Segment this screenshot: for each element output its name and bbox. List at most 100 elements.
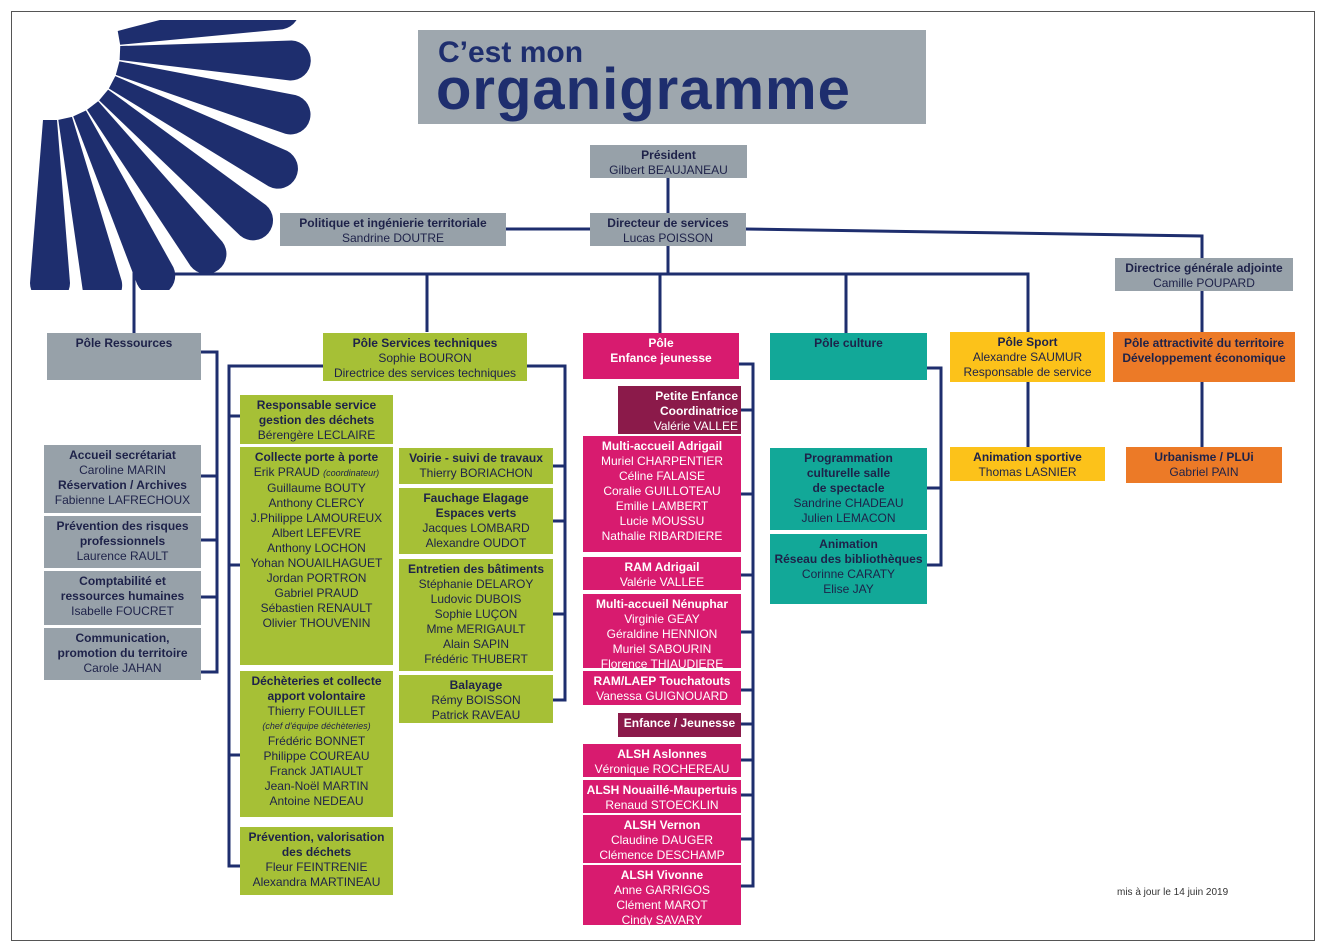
title-line1: C’est mon	[438, 36, 584, 69]
batiments-member: Mme MERIGAULT	[426, 622, 526, 636]
communication-title-1: Communication,	[75, 631, 170, 645]
fauchage-member: Jacques LOMBARD	[422, 521, 530, 535]
ram-adrigail-member: Valérie VALLEE	[619, 575, 705, 589]
enfance-jeunesse-title: Enfance / Jeunesse	[623, 716, 736, 730]
urbanisme-box: Urbanisme / PLUi Gabriel PAIN	[1126, 447, 1282, 483]
adrigail-member: Lucie MOUSSU	[619, 514, 705, 528]
collecte-title: Collecte porte à porte	[254, 450, 379, 464]
politique-box: Politique et ingénierie territoriale San…	[280, 213, 506, 246]
pole-ressources-box: Pôle Ressources	[47, 333, 201, 380]
vernon-box: ALSH Vernon Claudine DAUGER Clémence DES…	[583, 815, 741, 863]
sun-ray	[87, 101, 227, 274]
collecte-member: Anthony CLERCY	[268, 496, 365, 510]
collecte-role-note: (coordinateur)	[323, 468, 380, 478]
collecte-member: Anthony LOCHON	[267, 541, 366, 555]
aslonnes-member: Véronique ROCHEREAU	[594, 762, 730, 776]
aslonnes-box: ALSH Aslonnes Véronique ROCHEREAU	[583, 744, 741, 777]
collecte-member: Gabriel PRAUD	[274, 586, 359, 600]
prevention-dechets-box: Prévention, valorisation des déchets Fle…	[240, 827, 393, 895]
vivonne-title: ALSH Vivonne	[620, 868, 704, 882]
title-line2: organigramme	[436, 57, 851, 122]
sun-ray	[119, 40, 311, 81]
decheteries-member: Franck JATIAULT	[269, 764, 364, 778]
nouaille-title: ALSH Nouaillé-Maupertuis	[586, 783, 738, 797]
batiments-box: Entretien des bâtiments Stéphanie DELARO…	[399, 559, 553, 671]
collecte-member: Guillaume BOUTY	[267, 481, 366, 495]
animation-sportive-box: Animation sportive Thomas LASNIER	[950, 447, 1105, 481]
balayage-title: Balayage	[449, 678, 503, 692]
sun-ray	[115, 61, 311, 135]
title-banner	[418, 30, 926, 124]
adrigail-box: Multi-accueil Adrigail Muriel CHARPENTIE…	[583, 436, 741, 552]
decheteries-title-1: Déchèteries et collecte	[251, 674, 382, 688]
pole-sport-role: Responsable de service	[963, 365, 1092, 379]
vernon-title: ALSH Vernon	[623, 818, 701, 832]
pole-attractivite-box: Pôle attractivité du territoire Développ…	[1113, 332, 1295, 382]
dechets-name: Bérengère LECLAIRE	[257, 428, 376, 442]
decheteries-role-note: (chef d'équipe déchèteries)	[262, 721, 371, 731]
sun-ray	[73, 110, 176, 290]
laep-title: RAM/LAEP Touchatouts	[593, 674, 731, 688]
prevention-title-1: Prévention des risques	[56, 519, 189, 533]
bibliotheques-title-1: Animation	[819, 537, 878, 551]
collecte-member: J.Philippe LAMOUREUX	[250, 511, 383, 525]
programmation-title-3: de spectacle	[812, 481, 885, 495]
vernon-member: Claudine DAUGER	[610, 833, 714, 847]
enfance-jeunesse-box: Enfance / Jeunesse	[618, 713, 741, 737]
prevdechets-member: Alexandra MARTINEAU	[252, 875, 381, 889]
pole-attractivite-title-2: Développement économique	[1122, 351, 1286, 365]
pole-enfance-title-1: Pôle	[648, 336, 674, 350]
dga-box: Directrice générale adjointe Camille POU…	[1115, 258, 1293, 291]
vivonne-member: Cindy SAVARY	[621, 913, 703, 927]
pole-attractivite-title-1: Pôle attractivité du territoire	[1123, 336, 1285, 350]
aslonnes-title: ALSH Aslonnes	[617, 747, 707, 761]
nenuphar-box: Multi-accueil Nénuphar Virginie GEAY Gér…	[583, 594, 741, 671]
petite-enfance-role: Coordinatrice	[659, 404, 738, 418]
voirie-title: Voirie - suivi de travaux	[409, 451, 543, 465]
batiments-member: Stéphanie DELAROY	[418, 577, 534, 591]
nenuphar-member: Florence THIAUDIERE	[600, 657, 724, 671]
decheteries-member: Frédéric BONNET	[267, 734, 366, 748]
ram-adrigail-title: RAM Adrigail	[624, 560, 700, 574]
decheteries-member: Antoine NEDEAU	[269, 794, 364, 808]
decheteries-member: Jean-Noël MARTIN	[264, 779, 369, 793]
decheteries-member: Thierry FOUILLET	[267, 704, 366, 718]
communication-name: Carole JAHAN	[83, 661, 162, 675]
balayage-box: Balayage Rémy BOISSON Patrick RAVEAU	[399, 675, 553, 723]
sun-ray	[58, 116, 123, 290]
batiments-member: Sophie LUÇON	[434, 607, 518, 621]
adrigail-member: Coralie GUILLOTEAU	[603, 484, 721, 498]
accueil-name: Caroline MARIN	[79, 463, 166, 477]
directeur-title: Directeur de services	[607, 216, 729, 230]
balayage-member: Patrick RAVEAU	[431, 708, 521, 722]
reservation-name: Fabienne LAFRECHOUX	[54, 493, 191, 507]
politique-name: Sandrine DOUTRE	[341, 231, 445, 245]
voirie-box: Voirie - suivi de travaux Thierry BORIAC…	[399, 448, 553, 484]
pole-enfance-box: Pôle Enfance jeunesse	[583, 333, 739, 379]
collecte-member: Jordan PORTRON	[266, 571, 367, 585]
programmation-title-2: culturelle salle	[806, 466, 891, 480]
president-box: Président Gilbert BEAUJANEAU	[590, 145, 747, 178]
prevention-name: Laurence RAULT	[76, 549, 169, 563]
vivonne-member: Anne GARRIGOS	[613, 883, 711, 897]
collecte-member: Olivier THOUVENIN	[262, 616, 371, 630]
prevention-title-2: professionnels	[79, 534, 166, 548]
pole-culture-box: Pôle culture	[770, 333, 927, 380]
pole-techniques-title: Pôle Services techniques	[352, 336, 498, 350]
bibliotheques-member: Corinne CARATY	[801, 567, 896, 581]
fauchage-title-1: Fauchage Elagage	[423, 491, 529, 505]
sun-logo	[30, 20, 311, 290]
programmation-member: Sandrine CHADEAU	[793, 496, 904, 510]
compta-name: Isabelle FOUCRET	[71, 604, 174, 618]
vivonne-member: Clément MAROT	[616, 898, 708, 912]
nenuphar-title: Multi-accueil Nénuphar	[595, 597, 729, 611]
communication-title-2: promotion du territoire	[57, 646, 188, 660]
pole-sport-title: Pôle Sport	[997, 335, 1058, 349]
adrigail-member: Céline FALAISE	[618, 469, 706, 483]
sun-ray	[30, 120, 70, 290]
pole-techniques-box: Pôle Services techniques Sophie BOURON D…	[323, 333, 527, 381]
dga-title: Directrice générale adjointe	[1125, 261, 1283, 275]
laep-member: Vanessa GUIGNOUARD	[596, 689, 728, 703]
balayage-member: Rémy BOISSON	[431, 693, 521, 707]
accueil-box: Accueil secrétariat Caroline MARIN Réser…	[44, 445, 201, 513]
